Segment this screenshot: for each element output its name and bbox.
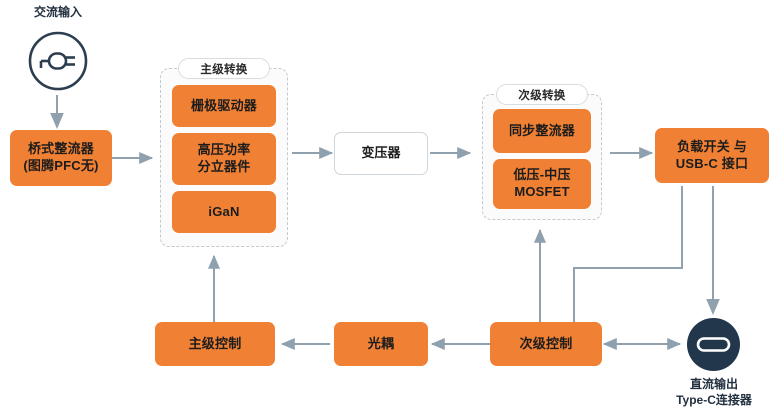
node-secondary-control[interactable]: 次级控制 — [490, 322, 602, 366]
group-secondary-conversion-label: 次级转换 — [496, 84, 588, 105]
node-sync-rectifier[interactable]: 同步整流器 — [493, 109, 591, 153]
node-igan[interactable]: iGaN — [172, 191, 276, 233]
node-lv-mv-mosfet[interactable]: 低压-中压 MOSFET — [493, 159, 591, 209]
usb-c-connector-icon — [687, 318, 740, 371]
bridge-rectifier-line2: (图腾PFC无) — [23, 158, 99, 173]
ac-input-label: 交流输入 — [33, 5, 82, 19]
group-primary-conversion-label: 主级转换 — [178, 58, 270, 79]
ac-plug-icon — [27, 30, 89, 92]
node-primary-control[interactable]: 主级控制 — [155, 322, 275, 366]
dc-output-label: 直流输出 Type-C连接器 — [676, 377, 752, 408]
node-optocoupler[interactable]: 光耦 — [334, 322, 428, 366]
node-transformer[interactable]: 变压器 — [334, 132, 428, 175]
node-load-switch-usbc-interface[interactable]: 负载开关 与 USB-C 接口 — [655, 128, 769, 183]
node-hv-power-discrete[interactable]: 高压功率 分立器件 — [172, 133, 276, 185]
elbow-secondaryctl-to-loadswitch — [573, 186, 683, 322]
node-bridge-rectifier[interactable]: 桥式整流器 (图腾PFC无) — [10, 130, 112, 186]
node-gate-driver[interactable]: 栅极驱动器 — [172, 85, 276, 127]
bridge-rectifier-line1: 桥式整流器 — [27, 141, 94, 157]
